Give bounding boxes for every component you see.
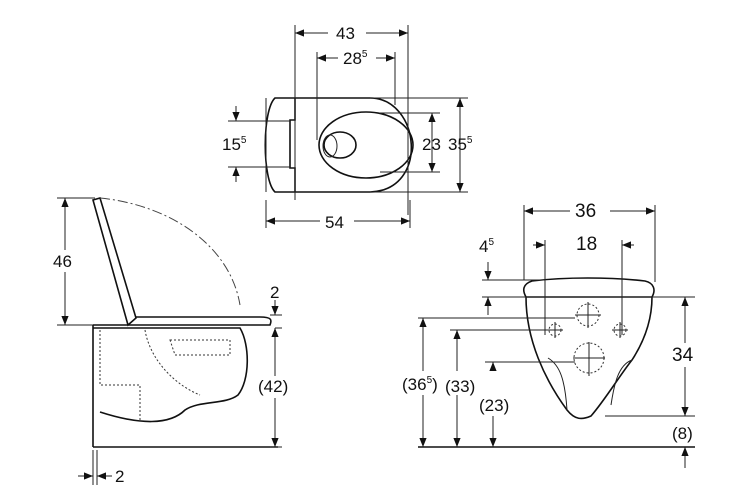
dim-36-5: (365) <box>402 375 438 394</box>
dim-36: 36 <box>575 201 596 222</box>
seat-front <box>522 277 655 298</box>
outlet <box>323 131 357 159</box>
lid-swing-arc <box>99 197 241 306</box>
bowl-profile-side <box>93 316 272 423</box>
pipe-markers <box>547 302 628 376</box>
top-view: 43 285 54 23 355 155 <box>222 22 473 232</box>
internal-channel <box>99 329 231 420</box>
dim-2-seat: 2 <box>270 283 279 302</box>
dim-2-wall: 2 <box>115 467 124 486</box>
dim-18: 3418 <box>576 234 597 255</box>
dim-8: (8) <box>672 424 693 443</box>
dim-28-5: 285 <box>343 49 368 68</box>
top-view-outline <box>300 97 413 193</box>
side-view: 46 2 (42) 2 <box>50 197 295 486</box>
dim-33: (33) <box>445 377 475 396</box>
bowl-opening <box>318 111 414 179</box>
bowl-front <box>525 296 653 420</box>
dim-15-5: 155 <box>222 135 247 154</box>
dim-54: 54 <box>325 213 344 232</box>
dim-34: 34 <box>672 345 694 366</box>
dim-42: (42) <box>258 377 288 396</box>
dim-23-front: (23) <box>479 396 509 415</box>
dim-35-5: 355 <box>448 135 473 154</box>
front-view: 36 3418 45 34 (8) (365) (33) (23) <box>402 198 702 468</box>
dim-23-top: 23 <box>422 135 441 154</box>
lid <box>92 197 137 327</box>
dim-43: 43 <box>336 24 355 43</box>
dim-4-5: 45 <box>479 237 494 256</box>
dim-46: 46 <box>53 252 72 271</box>
